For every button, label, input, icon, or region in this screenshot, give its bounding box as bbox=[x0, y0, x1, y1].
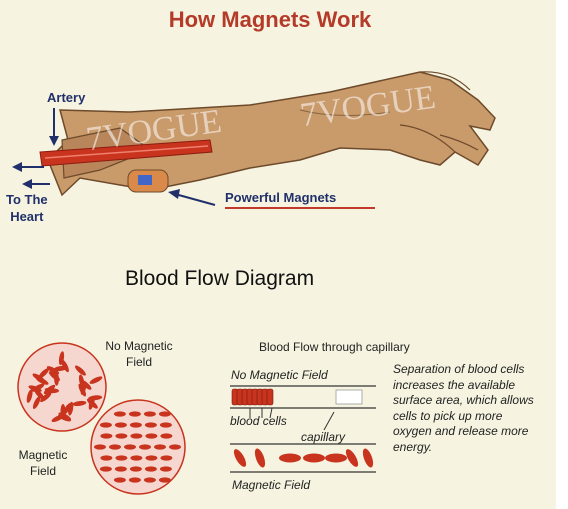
to-heart-label: To The Heart bbox=[6, 191, 48, 225]
blood-cell bbox=[58, 351, 65, 366]
capillary-title: Blood Flow through capillary bbox=[259, 340, 410, 354]
field-label-line: Field bbox=[29, 464, 56, 478]
no-field-circle bbox=[17, 342, 107, 432]
blood-cell bbox=[53, 365, 68, 372]
capillary-illustration bbox=[230, 385, 376, 473]
blood-cell bbox=[279, 453, 301, 463]
blood-cell bbox=[124, 444, 136, 450]
artery-label: Artery bbox=[47, 90, 86, 105]
to-heart-label-line: To The bbox=[6, 192, 48, 207]
capillary-no-field-label: No Magnetic Field bbox=[231, 368, 328, 382]
blood-cell bbox=[115, 433, 128, 439]
explanation-text: Separation of blood cells increases the … bbox=[393, 362, 534, 454]
blood-cell bbox=[129, 466, 142, 472]
blood-cell bbox=[233, 449, 247, 467]
to-heart-label-line: Heart bbox=[10, 209, 44, 224]
blood-cell bbox=[154, 444, 166, 450]
blood-cells-label: blood cells bbox=[230, 414, 287, 428]
blood-cell bbox=[144, 422, 157, 428]
no-field-label-line: Field bbox=[125, 355, 152, 369]
blood-cell bbox=[158, 477, 171, 483]
diagram-canvas: How Magnets Work 7VOGUE 7VOGUE Artery bbox=[0, 0, 556, 509]
blood-cell bbox=[254, 448, 266, 468]
arm-illustration bbox=[12, 71, 496, 206]
blood-cell bbox=[43, 384, 56, 395]
blood-cell bbox=[72, 400, 87, 407]
blood-cell bbox=[99, 422, 112, 428]
section-title: Blood Flow Diagram bbox=[125, 267, 315, 290]
blood-cell bbox=[113, 477, 126, 483]
blood-cell bbox=[94, 444, 106, 450]
blood-cell bbox=[100, 455, 113, 461]
blood-cell bbox=[129, 422, 142, 428]
blood-cell bbox=[325, 453, 347, 463]
blood-cell bbox=[266, 388, 274, 406]
magnets-label: Powerful Magnets bbox=[225, 190, 337, 205]
blood-cell bbox=[100, 433, 113, 439]
blood-cell bbox=[35, 377, 49, 385]
blood-cell bbox=[160, 433, 173, 439]
capillary-field-label: Magnetic Field bbox=[232, 478, 311, 492]
blood-cell bbox=[128, 411, 141, 417]
field-label: Magnetic Field bbox=[12, 447, 74, 479]
blood-cell bbox=[144, 466, 157, 472]
blood-cell bbox=[48, 371, 60, 381]
blood-cell bbox=[159, 422, 172, 428]
blood-cell bbox=[80, 381, 87, 395]
blood-cell bbox=[130, 433, 143, 439]
blood-cell bbox=[139, 444, 151, 450]
blood-cell bbox=[143, 411, 156, 417]
blood-cell bbox=[32, 396, 41, 409]
blood-cell bbox=[143, 477, 156, 483]
blood-cell bbox=[158, 411, 171, 417]
blood-cell bbox=[113, 411, 126, 417]
blood-cell bbox=[38, 368, 50, 379]
blood-cell bbox=[145, 455, 158, 461]
blood-cell bbox=[128, 477, 141, 483]
blood-cell bbox=[169, 444, 181, 450]
blood-cell bbox=[61, 359, 69, 373]
blood-cell bbox=[160, 455, 173, 461]
blood-cell bbox=[46, 366, 60, 375]
magnets-underline bbox=[225, 207, 375, 209]
blood-cell bbox=[130, 455, 143, 461]
blood-cell bbox=[114, 466, 127, 472]
page-title: How Magnets Work bbox=[168, 7, 372, 32]
blood-cell bbox=[86, 398, 98, 409]
blood-cell bbox=[51, 414, 65, 423]
blood-cell bbox=[99, 466, 112, 472]
blood-cell bbox=[62, 403, 72, 416]
blood-cell bbox=[26, 389, 33, 403]
blood-cell bbox=[109, 444, 121, 450]
blood-cell bbox=[115, 455, 128, 461]
blood-cell bbox=[34, 388, 45, 400]
no-field-label: No Magnetic Field bbox=[96, 338, 182, 370]
no-field-label-line: No Magnetic bbox=[105, 339, 173, 353]
blood-cell bbox=[114, 422, 127, 428]
blood-cell bbox=[345, 449, 359, 467]
blood-cell bbox=[159, 466, 172, 472]
field-label-line: Magnetic bbox=[18, 448, 68, 462]
blood-cell bbox=[40, 392, 52, 403]
field-circle bbox=[90, 399, 186, 495]
cell-circles bbox=[17, 342, 186, 495]
blood-cell bbox=[88, 395, 103, 401]
blood-cell bbox=[362, 448, 374, 468]
blood-cell bbox=[145, 433, 158, 439]
blood-cell bbox=[89, 376, 103, 384]
capillary-label: capillary bbox=[301, 430, 346, 444]
blood-cell bbox=[303, 453, 325, 463]
blood-cell bbox=[74, 365, 86, 376]
